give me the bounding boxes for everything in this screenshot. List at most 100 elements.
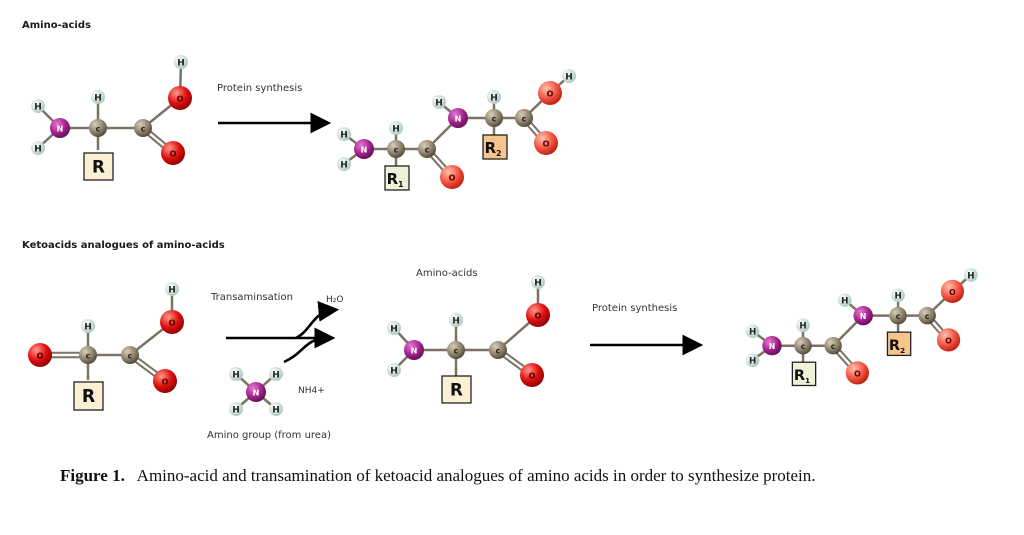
carbon-atom: c [79,346,97,364]
hydrogen-atom-symbol: H [799,322,806,332]
carbon-atom-symbol: c [141,125,146,134]
carbon-atom-sphere [918,306,936,325]
hydrogen-atom-symbol: H [390,367,398,377]
side-chain-r2: R2 [482,134,508,160]
nitrogen-atom-symbol: N [57,125,64,134]
carbon-atom-sphere [889,306,907,325]
carbon-atom: c [121,346,139,364]
oxygen-atom-sphere [520,363,544,387]
hydrogen-atom-sphere [31,99,45,113]
hydrogen-atom: H [31,99,45,113]
nitrogen-atom-symbol: N [860,312,867,321]
hydrogen-atom: H [165,282,179,296]
hydrogen-atom-symbol: H [435,99,443,109]
hydrogen-atom-sphere [487,90,501,104]
caption-label: Figure 1. [60,466,125,485]
oxygen-atom: O [538,81,562,105]
side-chain-r1-box [384,165,410,191]
oxygen-atom-sphere [168,86,192,110]
hydrogen-atom-symbol: H [340,161,348,171]
hydrogen-atom-symbol: H [390,325,398,335]
hydrogen-atom-sphere [389,121,403,135]
hydrogen-atom-sphere [229,367,243,381]
hydrogen-atom: H [81,319,95,333]
nitrogen-atom-sphere [404,340,424,360]
oxygen-atom-sphere [161,141,185,165]
carbon-atom-symbol: c [128,352,133,361]
carbon-atom-sphere [485,109,503,127]
side-chain-r-mid: R [441,375,472,404]
label-amino-acids-mid: Amino-acids [416,268,478,279]
carbon-atom-sphere [418,140,436,158]
nitrogen-atom-sphere [246,382,266,402]
hydrogen-atom: H [891,288,905,303]
hydrogen-atom-symbol: H [34,103,42,113]
label-transamination: Transaminsation [211,292,293,303]
carbon-atom: c [889,306,907,325]
carbon-atom-symbol: c [801,342,806,351]
hydrogen-atom: H [91,90,105,104]
side-chain-r2-box [482,134,508,160]
side-chain-r-mid-box [441,375,472,404]
oxygen-atom-sphere [440,165,464,189]
carbon-atom: c [485,109,503,127]
hydrogen-atom-symbol: H [94,94,102,104]
carbon-atom-sphere [824,336,842,355]
hydrogen-atom: H [387,363,401,377]
oxygen-atom-symbol: O [170,150,177,159]
oxygen-atom: O [845,361,869,385]
carbon-atom-symbol: c [496,347,501,356]
hydrogen-atom: H [229,367,243,381]
hydrogen-atom-sphere [165,282,179,296]
hydrogen-atom-symbol: H [340,131,348,141]
carbon-atom: c [515,109,533,127]
carbon-atom-sphere [447,341,465,359]
hydrogen-atom-symbol: H [967,271,974,281]
hydrogen-atom-sphere [562,69,576,83]
hydrogen-atom-sphere [337,127,351,141]
hydrogen-atom-sphere [531,275,545,289]
hydrogen-atom-sphere [81,319,95,333]
oxygen-atom: O [940,279,965,304]
hydrogen-atom-symbol: H [272,406,280,416]
carbon-atom: c [918,306,936,325]
hydrogen-atom-sphere [229,402,243,416]
hydrogen-atom-symbol: H [84,323,92,333]
hydrogen-atom: H [389,121,403,135]
hydrogen-atom-sphere [91,90,105,104]
oxygen-atom-symbol: O [949,288,956,297]
carbon-atom-sphere [121,346,139,364]
nitrogen-atom-symbol: N [253,389,260,398]
hydrogen-atom-symbol: H [168,286,176,296]
hydrogen-atom: H [837,293,852,307]
oxygen-atom: O [520,363,544,387]
oxygen-atom: O [28,343,52,367]
hydrogen-atom: H [269,367,283,381]
oxygen-atom: O [526,303,550,327]
oxygen-atom-symbol: O [529,372,536,381]
hydrogen-atom-sphere [174,55,188,69]
carbon-atom-symbol: c [522,115,527,124]
oxygen-atom-sphere [936,328,961,352]
hydrogen-atom-symbol: H [565,73,573,83]
carbon-atom: c [134,119,152,137]
carbon-atom-symbol: c [492,115,497,124]
nitrogen-atom: N [853,305,873,326]
hydrogen-atom-sphere [745,353,760,368]
hydrogen-atom: H [562,69,576,83]
label-protein-synthesis-top: Protein synthesis [217,83,303,94]
oxygen-atom-symbol: O [169,319,176,328]
oxygen-atom-symbol: O [945,336,952,345]
oxygen-atom-symbol: O [177,95,184,104]
oxygen-atom-symbol: O [162,378,169,387]
hydrogen-atom-sphere [269,402,283,416]
section-title-ketoacids: Ketoacids analogues of amino-acids [22,240,225,251]
side-chain-r1: R1 [384,165,410,191]
label-ammonium: NH4+ [298,386,325,396]
hydrogen-atom: H [796,318,810,333]
oxygen-atom: O [440,165,464,189]
hydrogen-atom-sphere [387,321,401,335]
hydrogen-atom-sphere [891,288,905,303]
side-chain-r2: R2 [886,331,912,357]
